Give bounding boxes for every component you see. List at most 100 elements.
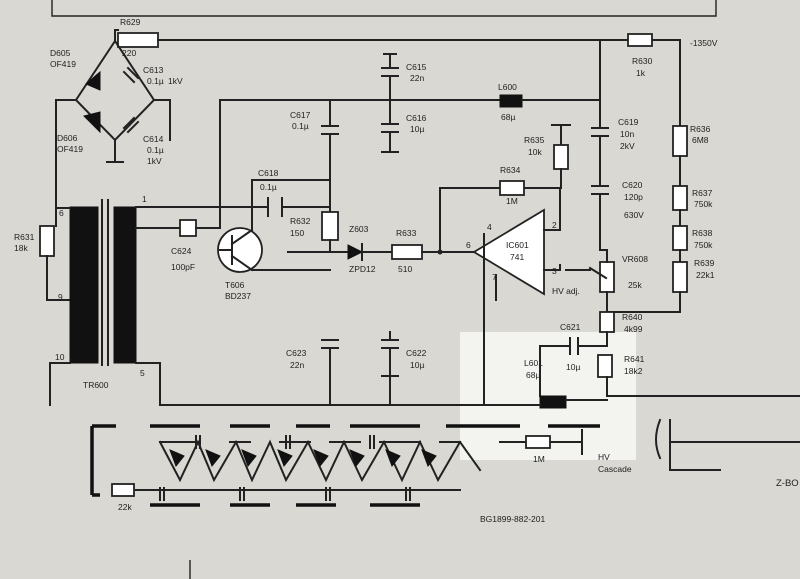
label-ic601: IC601	[506, 240, 529, 250]
label-c616: C616	[406, 113, 427, 123]
label-r634v: 1M	[506, 196, 518, 206]
capacitor-c615	[381, 55, 399, 101]
capacitor-c620	[591, 185, 609, 251]
label-c619v1: 10n	[620, 129, 634, 139]
label-tr6: 6	[59, 208, 64, 218]
capacitor-c619	[591, 99, 609, 185]
capacitor-c622	[381, 331, 399, 406]
label-r641: R641	[624, 354, 645, 364]
diode-d606	[83, 111, 101, 134]
label-c622: C622	[406, 348, 427, 358]
label-l600v: 68µ	[501, 112, 515, 122]
label-pin6: 6	[466, 240, 471, 250]
bridge-rectifier	[55, 29, 681, 227]
label-r640: R640	[622, 312, 643, 322]
label-r633: R633	[396, 228, 417, 238]
label-c620v1: 120p	[624, 192, 643, 202]
label-r634: R634	[500, 165, 521, 175]
label-d606v: OF419	[57, 144, 83, 154]
label-tr9: 9	[58, 292, 63, 302]
label-r632: R632	[290, 216, 311, 226]
opamp-ic601	[472, 208, 561, 296]
label-c621v: 10µ	[566, 362, 580, 372]
label-r636: R636	[690, 124, 711, 134]
label-c617: C617	[290, 110, 311, 120]
label-d605v: OF419	[50, 59, 76, 69]
label-l600: L600	[498, 82, 517, 92]
resistor-1m	[525, 435, 551, 449]
label-hv: -1350V	[690, 38, 718, 48]
label-r635: R635	[524, 135, 545, 145]
resistor-r634	[499, 180, 525, 196]
label-r635v: 10k	[528, 147, 542, 157]
label-vr608v: 25k	[628, 280, 642, 290]
label-c613v1: 0.1µ	[147, 76, 164, 86]
label-tr10: 10	[55, 352, 65, 362]
label-pin3: 3	[552, 266, 557, 276]
label-r640v: 4k99	[624, 324, 643, 334]
label-r629v: 220	[122, 48, 136, 58]
label-c620: C620	[622, 180, 643, 190]
label-c614v1: 0.1µ	[147, 145, 164, 155]
label-cascade2: Cascade	[598, 464, 632, 474]
label-l601v: 68µ	[526, 370, 540, 380]
label-l601: L601	[524, 358, 543, 368]
label-pin2: 2	[552, 220, 557, 230]
label-r22k: 22k	[118, 502, 132, 512]
label-c613: C613	[143, 65, 164, 75]
label-c613v2: 1kV	[168, 76, 183, 86]
label-partno: BG1899-882-201	[480, 514, 545, 524]
capacitor-c623	[321, 339, 339, 406]
resistor-22k	[111, 483, 135, 497]
label-r641v: 18k2	[624, 366, 643, 376]
resistor-r641	[597, 354, 613, 378]
label-c615v: 22n	[410, 73, 424, 83]
label-r638: R638	[692, 228, 713, 238]
label-z603v: ZPD12	[349, 264, 376, 274]
label-r631: R631	[14, 232, 35, 242]
label-r1m: 1M	[533, 454, 545, 464]
label-tr1: 1	[142, 194, 147, 204]
label-r637v: 750k	[694, 199, 713, 209]
capacitor-c616	[381, 99, 399, 153]
hv-cascade	[90, 424, 600, 507]
label-c617v: 0.1µ	[292, 121, 309, 131]
label-c614v2: 1kV	[147, 156, 162, 166]
label-z603: Z603	[349, 224, 369, 234]
label-c619: C619	[618, 117, 639, 127]
label-c616v: 10µ	[410, 124, 424, 134]
label-tr5: 5	[140, 368, 145, 378]
label-r637: R637	[692, 188, 713, 198]
label-c622v: 10µ	[410, 360, 424, 370]
capacitor-c617	[321, 99, 339, 213]
capacitor-c613	[122, 66, 140, 84]
label-r630: R630	[632, 56, 653, 66]
resistor-r630	[627, 33, 653, 47]
label-c623v: 22n	[290, 360, 304, 370]
capacitor-c614	[122, 116, 140, 134]
label-r638v: 750k	[694, 240, 713, 250]
transistor-t606	[217, 204, 331, 273]
label-c623: C623	[286, 348, 307, 358]
label-r632v: 150	[290, 228, 304, 238]
label-t606v: BD237	[225, 291, 251, 301]
inductor-l601	[539, 395, 567, 409]
label-tr600: TR600	[83, 380, 109, 390]
label-pin7: 7	[492, 272, 497, 282]
label-c615: C615	[406, 62, 427, 72]
transformer-tr600	[49, 199, 461, 406]
zener-z603	[347, 244, 364, 260]
diode-d605	[85, 70, 101, 91]
label-t606: T606	[225, 280, 245, 290]
label-pin4: 4	[487, 222, 492, 232]
label-r639v: 22k1	[696, 270, 715, 280]
label-c619v2: 2kV	[620, 141, 635, 151]
capacitor-c618	[267, 197, 283, 217]
label-c624: C624	[171, 246, 192, 256]
label-c618: C618	[258, 168, 279, 178]
sheet-border	[51, 0, 717, 17]
label-c614: C614	[143, 134, 164, 144]
